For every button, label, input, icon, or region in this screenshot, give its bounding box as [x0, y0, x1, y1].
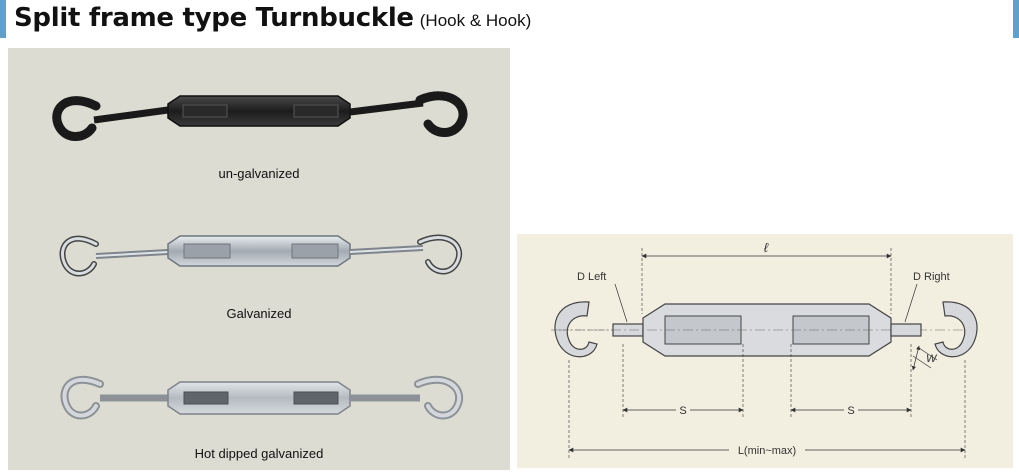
- label-d-left: D Left: [577, 271, 606, 283]
- turnbuckle-photos: un-galvanized Galvanized: [52, 91, 468, 461]
- turnbuckle-galvanized-image: [59, 234, 463, 277]
- caption-hot-dipped: Hot dipped galvanized: [195, 446, 324, 461]
- title-subtitle: (Hook & Hook): [419, 11, 532, 30]
- label-s-left: S: [679, 405, 686, 417]
- title-accent-bar-left: [0, 0, 6, 38]
- turnbuckle-ungalvanized-image: [52, 91, 468, 141]
- caption-ungalvanized: un-galvanized: [219, 166, 300, 181]
- caption-galvanized: Galvanized: [226, 306, 291, 321]
- page-title: Split frame type Turnbuckle (Hook & Hook): [14, 0, 531, 36]
- label-w: W: [926, 353, 938, 365]
- diagram-frame-body: [557, 303, 977, 357]
- label-d-right: D Right: [913, 271, 950, 283]
- diagram-left-hook: [551, 301, 621, 358]
- title-main: Split frame type Turnbuckle: [14, 3, 414, 33]
- label-s-right: S: [847, 405, 854, 417]
- diagram-right-hook: [934, 301, 978, 358]
- dimension-diagram-panel: ℓ D Left D Right W: [517, 234, 1013, 468]
- dimension-diagram: ℓ D Left D Right W: [551, 240, 978, 458]
- label-overall-length: L(min~max): [738, 445, 796, 457]
- title-accent-bar-right: [1013, 0, 1019, 38]
- turnbuckle-hot-dipped-image: [60, 375, 464, 420]
- label-l: ℓ: [764, 240, 769, 255]
- product-photo-panel: un-galvanized Galvanized: [8, 48, 510, 470]
- diagram-right-shank: [890, 323, 922, 337]
